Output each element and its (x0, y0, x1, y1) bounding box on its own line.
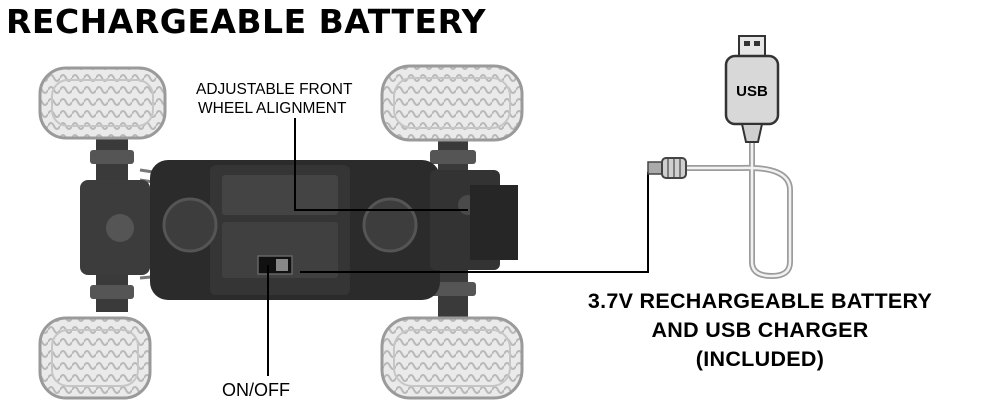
tire-bottom-left (38, 316, 152, 400)
chassis (150, 160, 440, 300)
front-alignment-line1: ADJUSTABLE FRONT (196, 81, 353, 98)
battery-line3: (INCLUDED) (695, 347, 825, 371)
tire-bottom-right (380, 316, 524, 400)
usb-plug-label: USB (736, 83, 768, 100)
front-alignment-leader (294, 118, 468, 211)
onoff-callout: ON/OFF (222, 380, 290, 400)
tire-top-right (380, 64, 524, 142)
battery-callout: 3.7V RECHARGEABLE BATTERY AND USB CHARGE… (548, 287, 972, 374)
power-switch-knob (276, 259, 288, 271)
front-alignment-callout: ADJUSTABLE FRONT WHEEL ALIGNMENT (196, 80, 352, 118)
usb-charger: USB (647, 35, 793, 280)
usb-plug: USB (724, 35, 780, 143)
front-alignment-line2: WHEEL ALIGNMENT (198, 100, 347, 117)
front-bumper-plate (470, 185, 518, 260)
leader-lines (267, 118, 649, 376)
page-title: RECHARGEABLE BATTERY (6, 2, 487, 41)
battery-leader (300, 172, 649, 273)
battery-line1: 3.7V RECHARGEABLE BATTERY (587, 289, 933, 313)
rc-car (38, 64, 524, 400)
tire-top-left (38, 66, 167, 140)
usb-cable (681, 117, 793, 280)
battery-line2: AND USB CHARGER (651, 318, 869, 342)
front-gear (106, 214, 134, 242)
barrel-plug (647, 157, 687, 179)
